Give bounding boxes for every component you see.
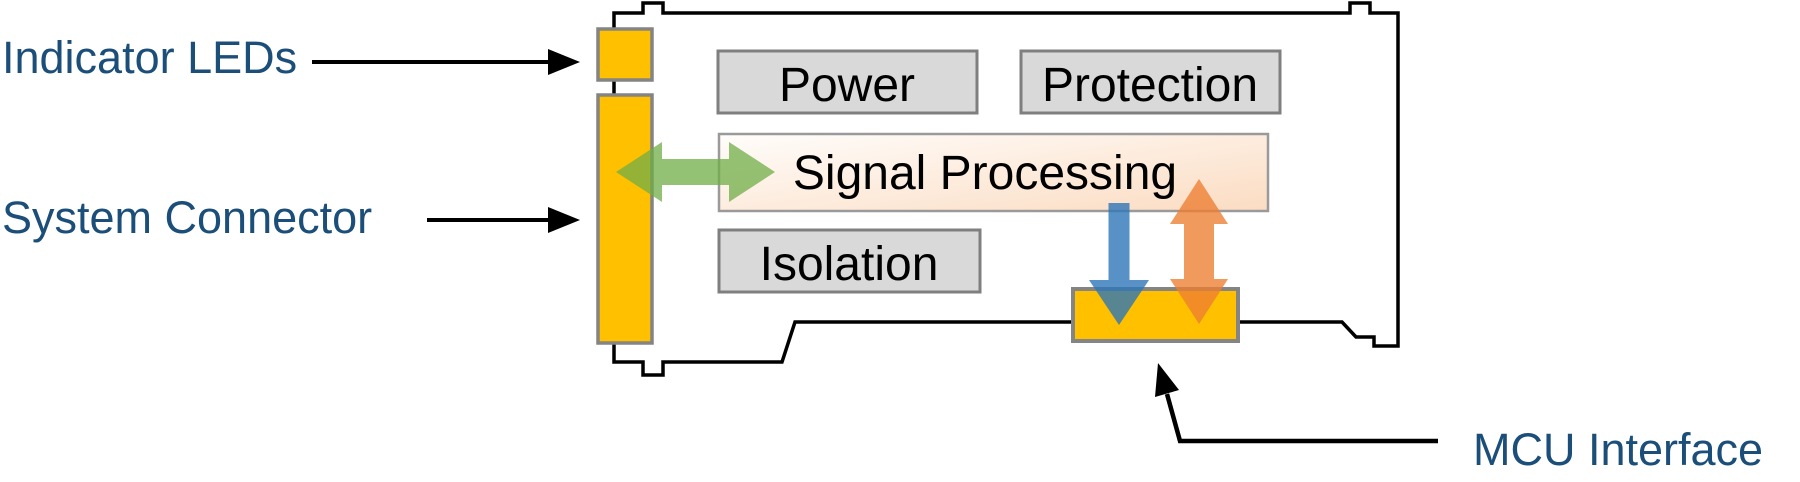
protection-block xyxy=(1019,49,1282,115)
power-block xyxy=(716,49,979,115)
system-connector-pointer-arrow-icon xyxy=(427,207,580,233)
isolation-block xyxy=(717,228,982,294)
system-connector-label: System Connector xyxy=(2,192,372,243)
mcu-interface-label: MCU Interface xyxy=(1473,424,1763,475)
indicator-leds-label: Indicator LEDs xyxy=(2,32,297,83)
signal-processing-block xyxy=(717,132,1270,213)
protection-block-label: Protection xyxy=(1042,59,1258,112)
indicator-led-block xyxy=(596,27,654,82)
blue-down-arrow-icon xyxy=(1089,203,1149,325)
mcu-interface-block xyxy=(1071,287,1240,343)
isolation-block-label: Isolation xyxy=(760,238,939,291)
green-bidirectional-arrow-icon xyxy=(616,142,775,202)
signal-processing-block-label: Signal Processing xyxy=(793,147,1177,200)
orange-bidirectional-arrow-icon xyxy=(1170,179,1228,324)
indicator-leds-pointer-arrow-icon xyxy=(312,49,580,75)
mcu-interface-pointer-arrow-icon xyxy=(1155,363,1438,444)
power-block-label: Power xyxy=(779,59,915,112)
system-connector-block xyxy=(596,93,654,345)
